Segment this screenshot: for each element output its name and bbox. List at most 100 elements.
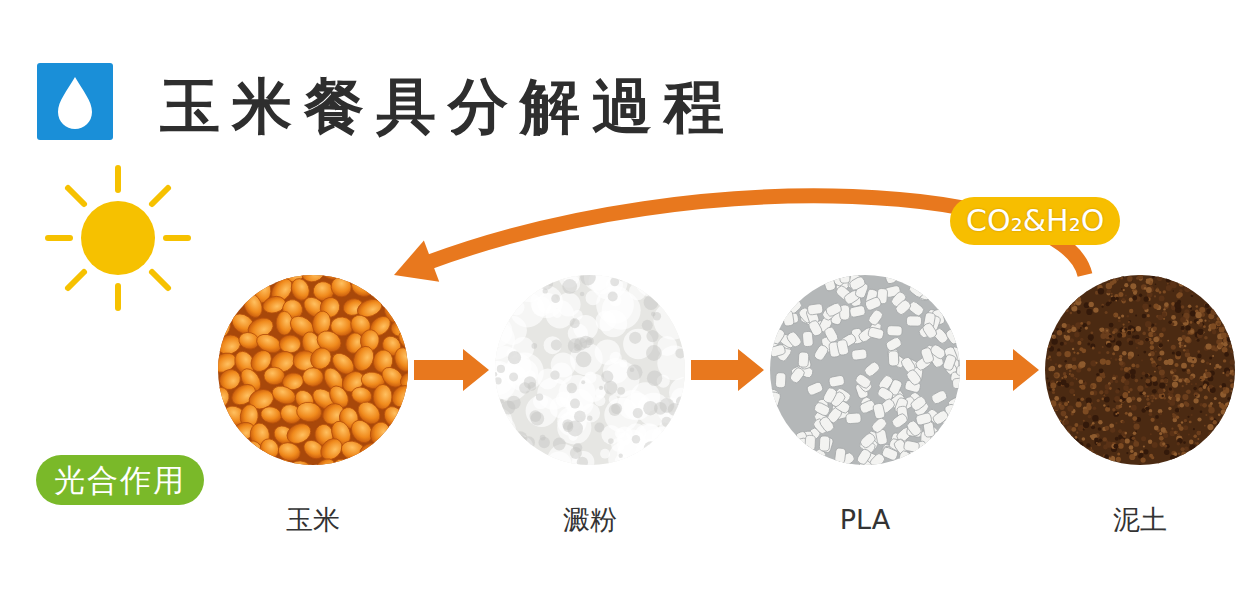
soil-grain — [1173, 462, 1176, 465]
texture — [218, 275, 408, 465]
soil-grain — [1106, 351, 1109, 354]
soil-grain — [1143, 445, 1145, 447]
soil-grain — [1053, 282, 1056, 285]
pellet — [796, 275, 814, 289]
soil-grain — [1114, 396, 1120, 402]
soil-grain — [1124, 380, 1129, 385]
soil-grain — [1214, 293, 1218, 297]
soil-grain — [1053, 276, 1056, 279]
soil-grain — [1142, 314, 1147, 319]
flour-shadow — [539, 276, 553, 290]
kernel — [218, 275, 222, 287]
soil-grain — [1159, 291, 1162, 294]
material-label: 泥土 — [1045, 503, 1235, 537]
soil-grain — [1168, 400, 1171, 403]
soil-grain — [1232, 327, 1235, 332]
kernel — [257, 436, 281, 462]
soil-grain — [1207, 424, 1213, 430]
pellet — [903, 463, 921, 465]
soil-grain — [1046, 323, 1049, 326]
soil-grain — [1130, 369, 1136, 375]
pellet — [834, 448, 846, 464]
soil-grain — [1057, 382, 1061, 386]
texture — [1045, 275, 1235, 465]
pellet — [779, 275, 795, 282]
soil-grain — [1223, 359, 1226, 362]
soil-grain — [1225, 425, 1231, 431]
soil-grain — [1227, 337, 1232, 342]
flour-grain — [615, 454, 629, 465]
soil-grain — [1123, 392, 1128, 397]
soil-grain — [1214, 306, 1218, 310]
soil-grain — [1171, 396, 1176, 401]
title-icon — [37, 63, 113, 140]
soil-grain — [1171, 315, 1176, 320]
soil-grain — [1105, 311, 1108, 314]
soil-grain — [1066, 289, 1070, 293]
soil-grain — [1131, 364, 1135, 368]
soil-grain — [1158, 463, 1160, 465]
flour-grain — [635, 275, 672, 298]
flour-shadow — [536, 393, 543, 400]
flour-shadow — [553, 438, 566, 451]
soil-grain — [1113, 315, 1115, 317]
flour-shadow — [562, 279, 577, 294]
soil-grain — [1045, 311, 1049, 316]
soil-grain — [1049, 408, 1053, 412]
soil-grain — [1145, 338, 1149, 342]
soil-grain — [1066, 431, 1069, 434]
soil-grain — [1150, 341, 1154, 345]
soil-grain — [1054, 396, 1059, 401]
soil-grain — [1047, 418, 1050, 421]
soil-grain — [1089, 302, 1094, 307]
soil-grain — [1217, 422, 1222, 427]
soil-grain — [1147, 402, 1151, 406]
kernel — [348, 455, 375, 465]
soil-grain — [1226, 370, 1230, 374]
soil-grain — [1206, 361, 1209, 364]
soil-grain — [1228, 449, 1234, 455]
pellet — [919, 284, 933, 301]
soil-grain — [1055, 306, 1059, 310]
soil-grain — [1163, 275, 1167, 278]
flour-shadow — [574, 411, 586, 423]
soil-grain — [1121, 275, 1123, 277]
soil-grain — [1201, 359, 1205, 363]
soil-grain — [1155, 323, 1157, 325]
soil-grain — [1059, 298, 1063, 302]
soil-grain — [1115, 297, 1119, 301]
soil-grain — [1073, 377, 1076, 380]
soil-grain — [1102, 398, 1105, 401]
flour-shadow — [567, 383, 577, 393]
soil-grain — [1205, 369, 1207, 371]
soil-grain — [1228, 441, 1234, 447]
pellet — [777, 275, 790, 292]
soil-grain — [1115, 422, 1117, 424]
soil-grain — [1052, 319, 1055, 322]
soil-grain — [1121, 288, 1123, 290]
soil-grain — [1147, 314, 1150, 317]
flour-shadow — [610, 277, 619, 286]
soil-grain — [1120, 367, 1124, 371]
soil-grain — [1230, 422, 1233, 425]
soil-grain — [1065, 288, 1071, 294]
soil-grain — [1180, 317, 1186, 323]
soil-grain — [1138, 342, 1140, 344]
soil-grain — [1137, 339, 1141, 343]
soil-grain — [1223, 390, 1227, 394]
flour-grain — [544, 336, 562, 354]
pellet — [846, 413, 862, 424]
soil-grain — [1191, 383, 1193, 385]
soil-grain — [1045, 432, 1048, 436]
soil-grain — [1143, 449, 1148, 454]
pellet — [898, 450, 916, 465]
flour-shadow — [533, 454, 538, 459]
soil-grain — [1103, 445, 1108, 450]
soil-grain — [1200, 411, 1203, 414]
soil-grain — [1115, 389, 1119, 393]
soil-grain — [1062, 323, 1067, 328]
soil-grain — [1219, 385, 1222, 388]
soil-grain — [1148, 353, 1151, 356]
soil-grain — [1064, 342, 1067, 345]
soil-grain — [1184, 286, 1190, 292]
